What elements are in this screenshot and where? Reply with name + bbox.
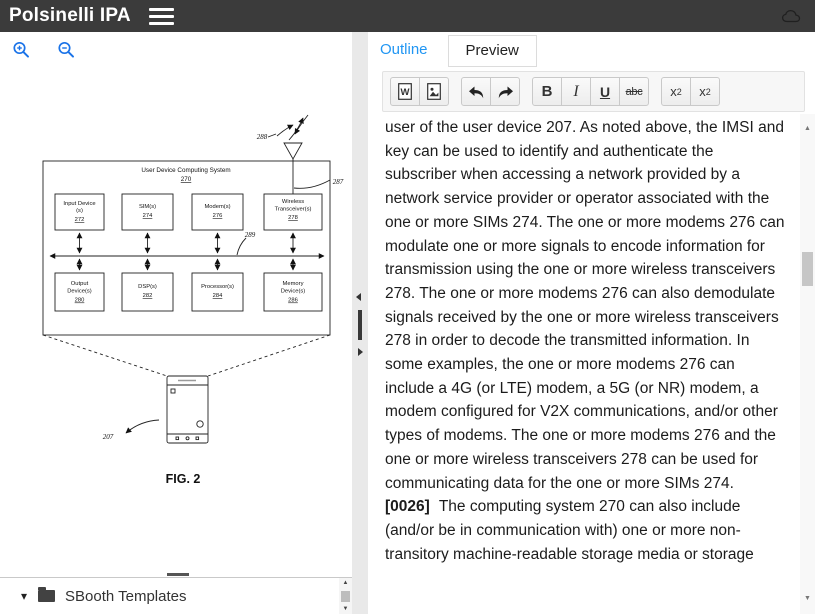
caret-down-icon[interactable]: ▾ (21, 589, 28, 603)
figure-caption: FIG. 2 (166, 472, 201, 486)
ref-label-288: 288 (257, 133, 268, 141)
collapse-right-icon[interactable] (358, 348, 363, 356)
editor-tabbar: Outline Preview (368, 32, 815, 67)
app-title: Polsinelli IPA (9, 5, 131, 26)
word-doc-icon: W (398, 83, 412, 100)
svg-text:(s): (s) (76, 208, 83, 214)
scroll-up-icon[interactable]: ▲ (342, 580, 349, 586)
svg-text:Memory: Memory (283, 281, 304, 287)
splitter-drag-handle[interactable] (358, 310, 362, 340)
tab-outline[interactable]: Outline (380, 41, 428, 58)
image-doc-icon (427, 83, 441, 100)
svg-text:274: 274 (143, 213, 153, 219)
insert-image-button[interactable] (419, 77, 449, 106)
svg-text:Wireless: Wireless (282, 199, 304, 205)
bold-button[interactable]: B (532, 77, 562, 106)
panel-resize-handle[interactable] (167, 573, 189, 576)
paragraph: [0026]The computing system 270 can also … (385, 498, 754, 563)
svg-text:Device(s): Device(s) (281, 289, 306, 295)
templates-scroll-thumb[interactable] (341, 590, 350, 602)
zoom-out-icon[interactable] (57, 41, 75, 59)
main-split: User Device Computing System 270 Input D… (0, 32, 815, 614)
svg-text:278: 278 (288, 215, 298, 221)
figure-viewer-panel: User Device Computing System 270 Input D… (0, 32, 352, 614)
leader-207 (125, 419, 160, 434)
app-header: Polsinelli IPA (0, 0, 815, 32)
redo-button[interactable] (490, 77, 520, 106)
antenna-icon (283, 142, 303, 160)
history-group (461, 77, 520, 106)
scroll-down-icon[interactable]: ▼ (804, 595, 811, 603)
figure-zoom-controls (12, 41, 75, 59)
insert-group: W (390, 77, 449, 106)
undo-icon (468, 86, 483, 98)
svg-text:Output: Output (71, 281, 89, 287)
svg-text:Processor(s): Processor(s) (201, 284, 234, 290)
panel-splitter[interactable] (352, 32, 368, 614)
tab-preview[interactable]: Preview (447, 35, 537, 67)
leader-288 (267, 133, 277, 138)
svg-text:Input Device: Input Device (63, 201, 95, 207)
document-text-area[interactable]: user of the user device 207. As noted ab… (368, 114, 815, 614)
paragraph-number: [0026] (385, 498, 430, 516)
svg-text:Modem(s): Modem(s) (204, 204, 230, 210)
svg-text:270: 270 (181, 176, 192, 183)
ref-label-207: 207 (103, 433, 114, 441)
svg-text:SIM(s): SIM(s) (139, 204, 156, 210)
undo-button[interactable] (461, 77, 491, 106)
editor-panel: Outline Preview W (368, 32, 815, 614)
svg-text:282: 282 (143, 293, 153, 299)
svg-text:W: W (401, 87, 410, 98)
italic-button[interactable]: I (561, 77, 591, 106)
svg-text:284: 284 (213, 293, 223, 299)
menu-icon[interactable] (147, 5, 176, 28)
strikethrough-button[interactable]: abc (619, 77, 649, 106)
leader-289 (236, 237, 247, 256)
editor-toolbar: W (382, 71, 805, 112)
templates-label: SBooth Templates (65, 587, 187, 605)
figure-lines (42, 114, 331, 444)
svg-text:272: 272 (75, 217, 85, 223)
ref-label-289: 289 (245, 231, 256, 239)
folder-icon (38, 587, 56, 602)
svg-text:276: 276 (213, 213, 223, 219)
phone-outline (166, 375, 209, 444)
scroll-up-icon[interactable]: ▲ (804, 125, 811, 132)
templates-tree-item[interactable]: ▾ SBooth Templates ▲ ▼ (0, 578, 352, 614)
zoom-in-icon[interactable] (12, 41, 30, 59)
document-scroll-thumb[interactable] (802, 252, 813, 286)
cloud-sync-icon[interactable] (781, 9, 803, 24)
bottom-panel-divider (0, 571, 352, 578)
svg-text:280: 280 (75, 298, 85, 304)
svg-text:Device(s): Device(s) (67, 289, 92, 295)
underline-button[interactable]: U (590, 77, 620, 106)
patent-figure: User Device Computing System 270 Input D… (42, 114, 344, 486)
leader-287 (293, 179, 331, 189)
word-export-button[interactable]: W (390, 77, 420, 106)
system-title: User Device Computing System (141, 167, 230, 174)
system-box (42, 160, 331, 336)
paragraph: user of the user device 207. As noted ab… (385, 119, 785, 492)
svg-text:DSP(s): DSP(s) (138, 284, 157, 290)
format-group: B I U abc (532, 77, 649, 106)
svg-text:286: 286 (288, 298, 298, 304)
svg-text:Transceiver(s): Transceiver(s) (275, 207, 312, 213)
scroll-down-icon[interactable]: ▼ (342, 606, 349, 612)
figure-text: User Device Computing System 270 Input D… (63, 133, 343, 486)
document-scrollbar[interactable]: ▲ ▼ (800, 114, 815, 614)
ref-label-287: 287 (333, 178, 344, 186)
collapse-left-icon[interactable] (356, 293, 361, 301)
redo-icon (498, 86, 513, 98)
templates-scrollbar[interactable]: ▲ ▼ (339, 578, 352, 614)
